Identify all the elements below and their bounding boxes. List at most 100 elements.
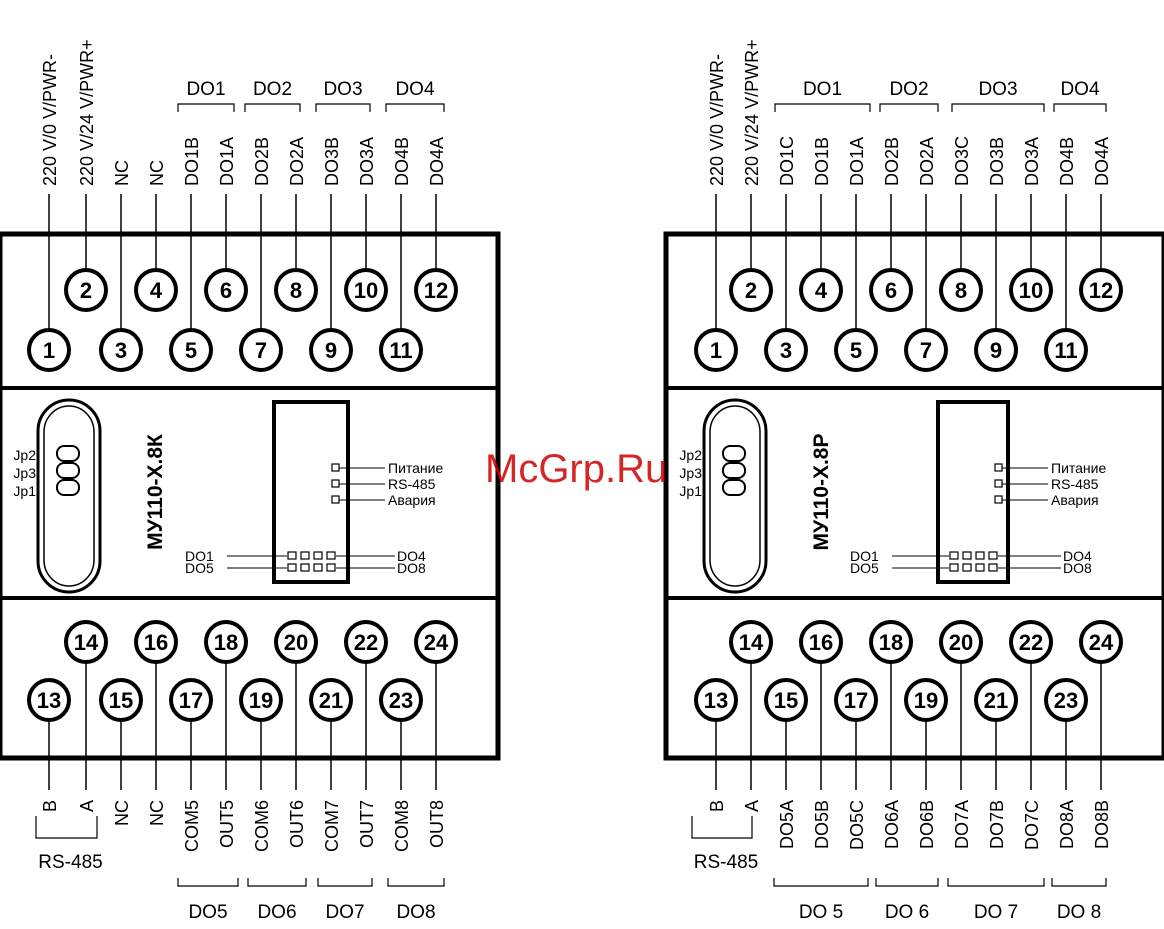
top-terminal-label: DO2B (882, 137, 902, 186)
top-terminal-label: 220 V/24 V/PWR+ (77, 39, 97, 186)
top-group-label: DO1 (803, 79, 842, 100)
bottom-terminal-label: OUT5 (217, 800, 237, 848)
terminal-number: 12 (1089, 278, 1113, 303)
terminal-number: 18 (879, 630, 903, 655)
bottom-terminal-label: B (40, 800, 60, 812)
group-bracket-bottom (247, 878, 307, 887)
output-led (962, 563, 972, 572)
status-led (331, 479, 340, 488)
terminal-pin (99, 678, 143, 722)
terminal-number: 8 (955, 278, 967, 303)
top-terminal-label: DO4A (1092, 137, 1112, 186)
top-terminal-label: NC (147, 160, 167, 186)
terminal-number: 3 (780, 338, 792, 363)
bottom-terminal-label: DO5A (777, 800, 797, 849)
terminal-number: 12 (424, 278, 448, 303)
led-row-label: DO8 (397, 560, 426, 576)
terminal-pin (869, 268, 913, 312)
terminal-number: 21 (319, 688, 343, 713)
bottom-terminal-label: DO7A (952, 800, 972, 849)
output-led (313, 551, 323, 560)
group-bracket-top (774, 103, 871, 112)
terminal-pin (1079, 268, 1123, 312)
group-bracket-bottom (1051, 878, 1107, 887)
led-row-label: DO5 (185, 560, 214, 576)
terminal-number: 4 (815, 278, 828, 303)
terminal-number: 23 (389, 688, 413, 713)
terminal-pin (904, 328, 948, 372)
terminal-pin (939, 268, 983, 312)
top-terminal-label: DO3A (357, 137, 377, 186)
terminal-number: 2 (745, 278, 757, 303)
bottom-terminal-label: DO5C (847, 800, 867, 850)
top-terminal-label: DO4B (1057, 137, 1077, 186)
top-group-label: DO4 (395, 79, 435, 100)
bottom-terminal-label: DO7C (1022, 800, 1042, 850)
terminal-number: 24 (1089, 630, 1114, 655)
bottom-terminal-label: COM6 (252, 800, 272, 852)
jumper (56, 445, 80, 462)
jumper-label: Jp2 (13, 447, 36, 463)
terminal-number: 23 (1054, 688, 1078, 713)
terminal-pin (64, 620, 108, 664)
rs485-label: RS-485 (38, 852, 102, 873)
jumper-housing (36, 398, 102, 594)
status-led-label: Питание (1051, 460, 1106, 476)
terminal-number: 21 (984, 688, 1008, 713)
group-bracket-bottom (875, 878, 939, 887)
terminal-pin (764, 678, 808, 722)
top-terminal-label: NC (112, 160, 132, 186)
terminal-pin (799, 620, 843, 664)
status-led-label: Авария (388, 492, 436, 508)
rs485-bracket (691, 816, 753, 839)
top-terminal-label: DO3B (322, 137, 342, 186)
terminal-number: 2 (80, 278, 92, 303)
led-row-label: DO1 (850, 548, 879, 564)
led-row-label: DO1 (185, 548, 214, 564)
output-led (975, 563, 985, 572)
group-bracket-top (244, 103, 301, 112)
status-led (994, 463, 1003, 472)
watermark: McGrp.Ru (485, 447, 667, 491)
status-led-label: Авария (1051, 492, 1099, 508)
terminal-pin (379, 678, 423, 722)
terminal-pin (1044, 328, 1088, 372)
group-bracket-top (177, 103, 235, 112)
terminal-number: 19 (249, 688, 273, 713)
module-housing (663, 231, 1164, 761)
bottom-terminal-label: DO6B (917, 800, 937, 849)
jumper-housing-inner (709, 405, 761, 587)
status-led (331, 463, 340, 472)
terminal-pin (1079, 620, 1123, 664)
terminal-pin (729, 620, 773, 664)
bottom-group-label: DO8 (396, 902, 435, 923)
terminal-number: 9 (325, 338, 337, 363)
top-terminal-label: 220 V/0 V/PWR- (40, 54, 60, 186)
terminal-pin (974, 328, 1018, 372)
terminal-number: 1 (43, 338, 55, 363)
group-bracket-bottom (773, 878, 869, 887)
terminal-pin (309, 678, 353, 722)
output-led (988, 563, 998, 572)
status-led (994, 479, 1003, 488)
terminal-pin (694, 328, 738, 372)
terminal-pin (869, 620, 913, 664)
status-led-label: RS-485 (388, 476, 436, 492)
terminal-number: 1 (710, 338, 722, 363)
terminal-pin (764, 328, 808, 372)
bottom-terminal-label: DO7B (987, 800, 1007, 849)
bottom-terminal-label: B (707, 800, 727, 812)
terminal-pin (939, 620, 983, 664)
output-led (300, 551, 310, 560)
status-led-label: Питание (388, 460, 443, 476)
terminal-number: 4 (150, 278, 163, 303)
jumper (56, 462, 80, 479)
top-terminal-label: DO3B (987, 137, 1007, 186)
terminal-number: 17 (179, 688, 203, 713)
bottom-terminal-label: A (77, 800, 97, 812)
terminal-number: 5 (185, 338, 197, 363)
terminal-number: 6 (885, 278, 897, 303)
bottom-terminal-label: COM5 (182, 800, 202, 852)
bottom-terminal-label: DO8A (1057, 800, 1077, 849)
terminal-pin (1009, 268, 1053, 312)
